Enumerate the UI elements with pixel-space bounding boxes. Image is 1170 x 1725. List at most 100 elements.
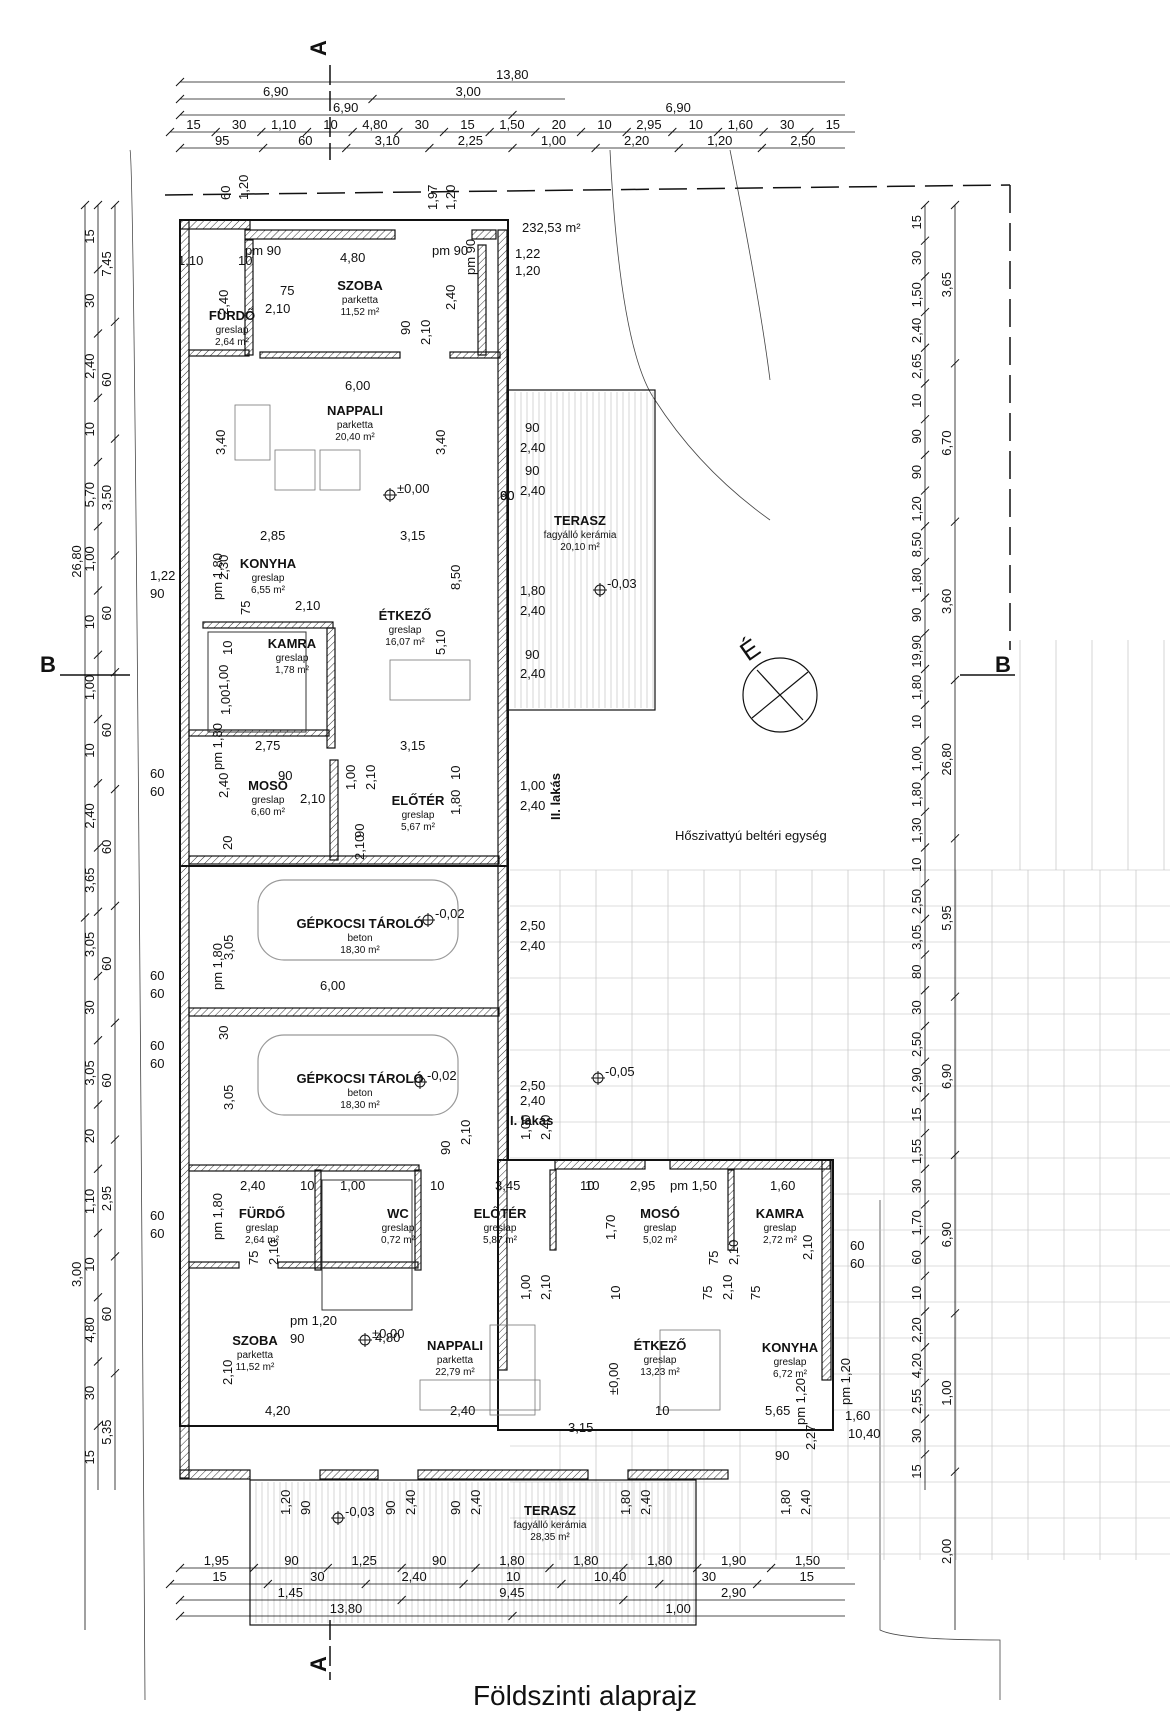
internal-dim-value: 1,20 — [443, 185, 458, 210]
room-area: 0,72 m² — [381, 1235, 416, 1246]
top-dim-4-value: 30 — [415, 117, 429, 132]
right-dim-inner-tick — [920, 1021, 930, 1031]
internal-dim-value: 2,40 — [468, 1490, 483, 1515]
right-dim-inner-tick — [920, 557, 930, 567]
internal-dim-value: 90 — [150, 586, 164, 601]
right-dim-inner-value: 1,20 — [909, 496, 924, 521]
left-dim-mid-value: 60 — [99, 723, 114, 737]
top-dim-4-value: 20 — [552, 117, 566, 132]
section-b-right: B — [995, 652, 1011, 677]
left-dim-mid-value: 2,95 — [99, 1186, 114, 1211]
room-material: parketta — [437, 1355, 474, 1366]
unit-label-lower: I. lakás — [510, 1113, 553, 1128]
room-name: ÉTKEZŐ — [634, 1338, 687, 1353]
right-dim-outer-tick — [950, 992, 960, 1002]
internal-dim-value: 2,10 — [538, 1275, 553, 1300]
right-dim-outer-value: 6,90 — [939, 1222, 954, 1247]
internal-dim-value: 2,50 — [520, 918, 545, 933]
top-dim-4-value: 10 — [323, 117, 337, 132]
section-a-bottom: A — [306, 1656, 331, 1672]
internal-dim-value: 90 — [438, 1141, 453, 1155]
room-material: greslap — [382, 1223, 415, 1234]
internal-dim-value: pm 1,50 — [670, 1178, 717, 1193]
bottom-dim-1-value: 1,80 — [647, 1553, 672, 1568]
right-dim-inner-value: 3,05 — [909, 925, 924, 950]
internal-dim-value: 6,00 — [345, 378, 370, 393]
internal-dim-value: 3,05 — [221, 935, 236, 960]
left-dim-inner-tick — [93, 1228, 103, 1238]
internal-dim-value: 90 — [500, 488, 514, 503]
internal-dim-value: 1,80 — [520, 583, 545, 598]
level-value: ±0,00 — [372, 1326, 404, 1341]
north-arrow: É — [734, 632, 818, 733]
internal-dim-value: 90 — [525, 420, 539, 435]
room-name: ELŐTÉR — [392, 793, 445, 808]
internal-dim-value: 3,15 — [400, 528, 425, 543]
internal-dim-value: 2,40 — [538, 1115, 553, 1140]
top-dim-4-tick — [759, 127, 769, 137]
section-b-left: B — [40, 652, 56, 677]
room-area: 2,64 m² — [245, 1235, 280, 1246]
room-material: greslap — [216, 325, 249, 336]
internal-dim-value: 60 — [218, 186, 233, 200]
internal-dim-value: 1,00 — [520, 778, 545, 793]
room-material: greslap — [774, 1357, 807, 1368]
room-area: 16,07 m² — [385, 637, 425, 648]
room-name: GÉPKOCSI TÁROLÓ — [296, 916, 423, 931]
room-name: KAMRA — [756, 1206, 805, 1221]
right-dim-inner-value: 1,80 — [909, 782, 924, 807]
level-marker: ±0,00 — [358, 1326, 404, 1347]
site-outline — [129, 149, 1011, 1701]
right-dim-outer-tick — [950, 358, 960, 368]
room-material: greslap — [246, 1223, 279, 1234]
internal-dim-value: 60 — [150, 986, 164, 1001]
internal-dim-value: 1,10 — [178, 253, 203, 268]
left-dim-inner-tick — [93, 907, 103, 917]
internal-dim-value: 30 — [216, 1026, 231, 1040]
internal-dim-value: 2,10 — [418, 320, 433, 345]
left-dim-inner-value: 10 — [82, 1257, 97, 1271]
room-area: 1,78 m² — [275, 665, 310, 676]
room-name: SZOBA — [232, 1333, 278, 1348]
top-dim-2-value: 6,90 — [263, 84, 288, 99]
top-dim-4-value: 1,60 — [728, 117, 753, 132]
left-dim-mid-tick — [110, 1252, 120, 1261]
right-dim-outer-value: 3,60 — [939, 589, 954, 614]
right-dim-inner-value: 80 — [909, 965, 924, 979]
right-dim-inner-tick — [920, 950, 930, 959]
right-dim-outer-value: 1,00 — [939, 1380, 954, 1405]
internal-dim-value: 2,10 — [265, 301, 290, 316]
right-dim-inner-value: 30 — [909, 1179, 924, 1193]
bottom-dim-1-value: 1,80 — [499, 1553, 524, 1568]
room-material: fagyálló kerámia — [514, 1520, 587, 1531]
right-dim-inner-value: 1,80 — [909, 675, 924, 700]
right-dim-outer-value: 6,70 — [939, 430, 954, 455]
room-area: 6,72 m² — [773, 1369, 808, 1380]
internal-dim-value: 1,80 — [448, 790, 463, 815]
top-dim-4-tick — [713, 127, 723, 137]
internal-dim-value: 2,40 — [403, 1490, 418, 1515]
room-material: beton — [347, 933, 372, 944]
right-dim-inner-tick — [920, 200, 930, 210]
bottom-dim-1-tick — [249, 1563, 259, 1573]
internal-dim-value: 90 — [525, 647, 539, 662]
stairs — [207, 631, 413, 1311]
right-dim-inner-tick — [920, 628, 930, 638]
room-name: SZOBA — [337, 278, 383, 293]
internal-dim-value: 90 — [278, 768, 292, 783]
right-dim-inner-tick — [920, 379, 930, 388]
internal-dim-value: 10 — [220, 641, 235, 655]
right-dim-inner-tick — [920, 1271, 930, 1281]
right-dim-inner-tick — [920, 1307, 930, 1316]
terrace-decks — [249, 389, 697, 1626]
room-area: 5,02 m² — [643, 1235, 678, 1246]
top-dim-4-value: 15 — [186, 117, 200, 132]
right-dim-inner-value: 2,90 — [909, 1067, 924, 1092]
right-dim-inner-value: 60 — [909, 1250, 924, 1264]
level-value: -0,02 — [435, 906, 465, 921]
right-dim-inner-tick — [920, 307, 930, 317]
bottom-dim-1-tick — [323, 1563, 333, 1573]
